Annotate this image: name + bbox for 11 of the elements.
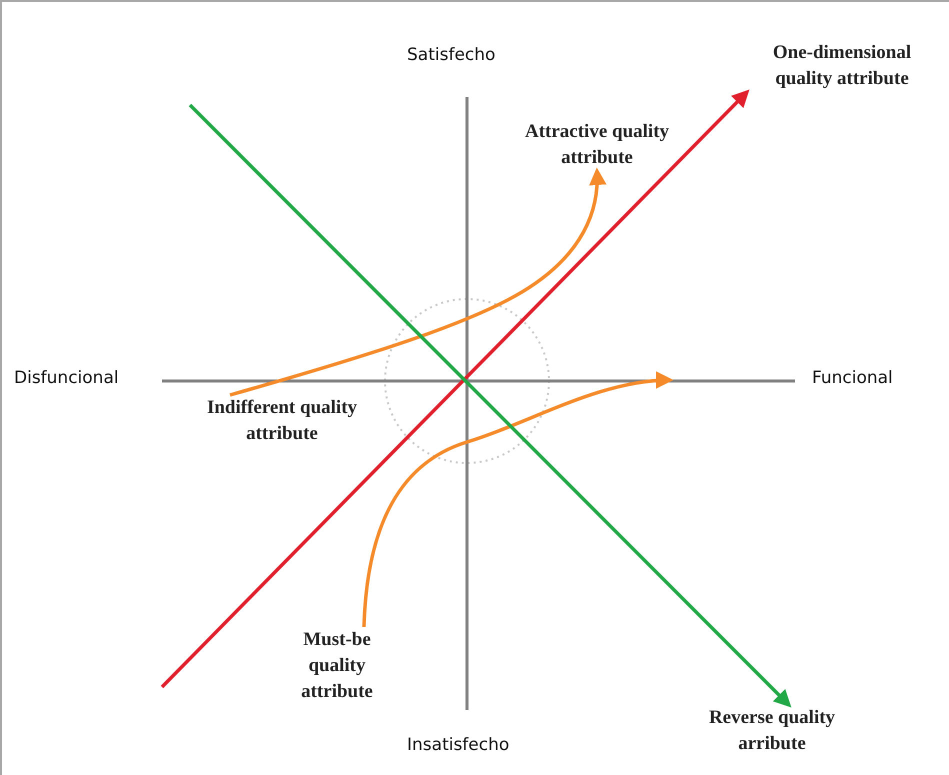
- attribute-label: Attractive quality attribute: [487, 119, 707, 171]
- arrow: [362, 372, 674, 628]
- axis-label: Disfuncional: [14, 368, 119, 388]
- arrow: [230, 168, 606, 397]
- axis-label: Satisfecho: [407, 45, 496, 65]
- attribute-label: Indifferent quality attribute: [182, 395, 382, 447]
- axis-label: Funcional: [812, 368, 893, 388]
- axis-label: Insatisfecho: [407, 735, 510, 755]
- attribute-label: Must-be quality attribute: [282, 627, 392, 705]
- attribute-label: One-dimensional quality attribute: [747, 40, 937, 92]
- attribute-label: Reverse quality arribute: [682, 705, 862, 757]
